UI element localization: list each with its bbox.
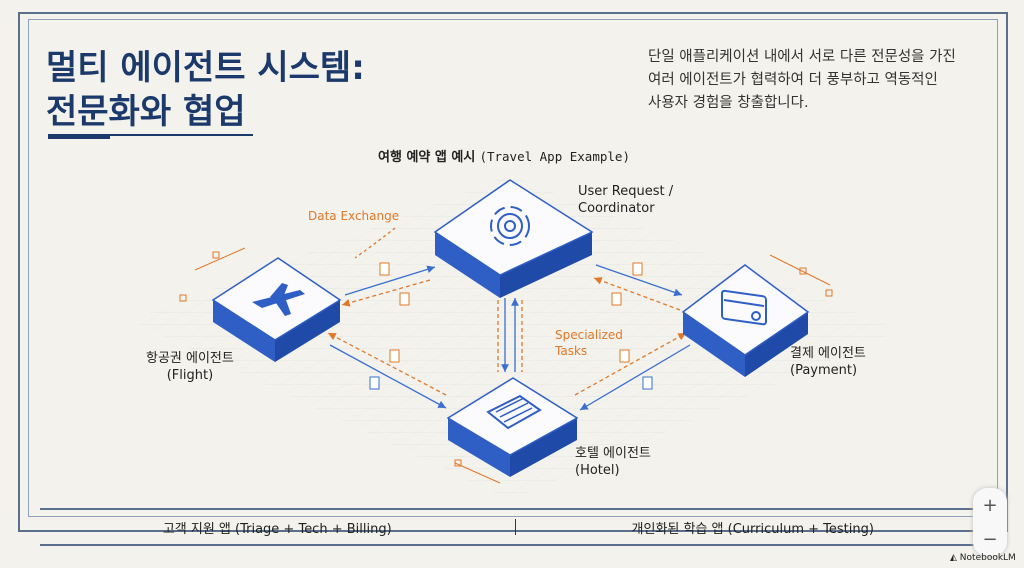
specialized-line: Specialized: [555, 328, 623, 342]
notebooklm-watermark: ◭ NotebookLM: [950, 553, 1016, 563]
connections: [327, 227, 691, 411]
zoom-in-button[interactable]: +: [982, 494, 998, 516]
payment-label: 결제 에이전트 (Payment): [790, 345, 866, 379]
hotel-label-line: 호텔 에이전트: [575, 446, 651, 461]
outer-frame: [18, 12, 1008, 532]
document-icons: [369, 262, 653, 390]
coordinator-label-line: User Request /: [578, 184, 674, 199]
building-icon: [486, 394, 542, 430]
payment-label-line: 결제 에이전트: [790, 346, 866, 361]
flight-box: [211, 257, 342, 362]
watermark-text: NotebookLM: [959, 553, 1016, 563]
example-learning-app: 개인화된 학습 앱 (Curriculum + Testing): [631, 521, 874, 537]
title-underline: [48, 134, 253, 136]
divider: [514, 519, 516, 535]
gear-icon: [490, 206, 530, 246]
examples-bar: 고객 지원 앱 (Triage + Tech + Billing) 개인화된 학…: [40, 508, 990, 546]
flight-label: 항공권 에이전트 (Flight): [146, 350, 234, 384]
page-title: 멀티 에이전트 시스템:전문화와 협업: [46, 46, 365, 134]
coordinator-label-line: Coordinator: [578, 201, 655, 216]
description-line: 단일 애플리케이션 내에서 서로 다른 전문성을 가진: [648, 49, 956, 65]
description-line: 여러 에이전트가 협력하여 더 풍부하고 역동적인: [648, 72, 938, 88]
title-underline-accent: [48, 135, 110, 139]
zoom-controls: + −: [973, 488, 1007, 556]
dimension-marks: [179, 247, 833, 484]
example-customer-support: 고객 지원 앱 (Triage + Tech + Billing): [162, 521, 392, 537]
hotel-label-line: (Hotel): [575, 463, 620, 478]
payment-label-line: (Payment): [790, 363, 858, 378]
diagram-subtitle: 여행 예약 앱 예시 (Travel App Example): [378, 146, 630, 165]
data-exchange-label: Data Exchange: [308, 209, 400, 223]
hotel-box: [446, 377, 579, 477]
airplane-icon: [252, 283, 305, 316]
hotel-label: 호텔 에이전트 (Hotel): [575, 445, 651, 479]
inner-frame: [28, 19, 998, 517]
title-line-1: 멀티 에이전트 시스템:: [46, 48, 365, 88]
coordinator-box: [433, 179, 594, 298]
title-line-2: 전문화와 협업: [46, 92, 246, 132]
zoom-out-button[interactable]: −: [982, 528, 998, 550]
flight-label-line: 항공권 에이전트: [146, 351, 234, 366]
credit-card-icon: [721, 289, 767, 326]
specialized-line: Tasks: [555, 344, 588, 358]
description-line: 사용자 경험을 창출합니다.: [648, 95, 809, 111]
flight-label-line: (Flight): [166, 368, 214, 383]
coordinator-label: User Request / Coordinator: [578, 183, 673, 217]
subtitle-en: (Travel App Example): [479, 149, 630, 164]
subtitle-ko: 여행 예약 앱 예시: [378, 150, 476, 165]
payment-box: [681, 264, 810, 377]
